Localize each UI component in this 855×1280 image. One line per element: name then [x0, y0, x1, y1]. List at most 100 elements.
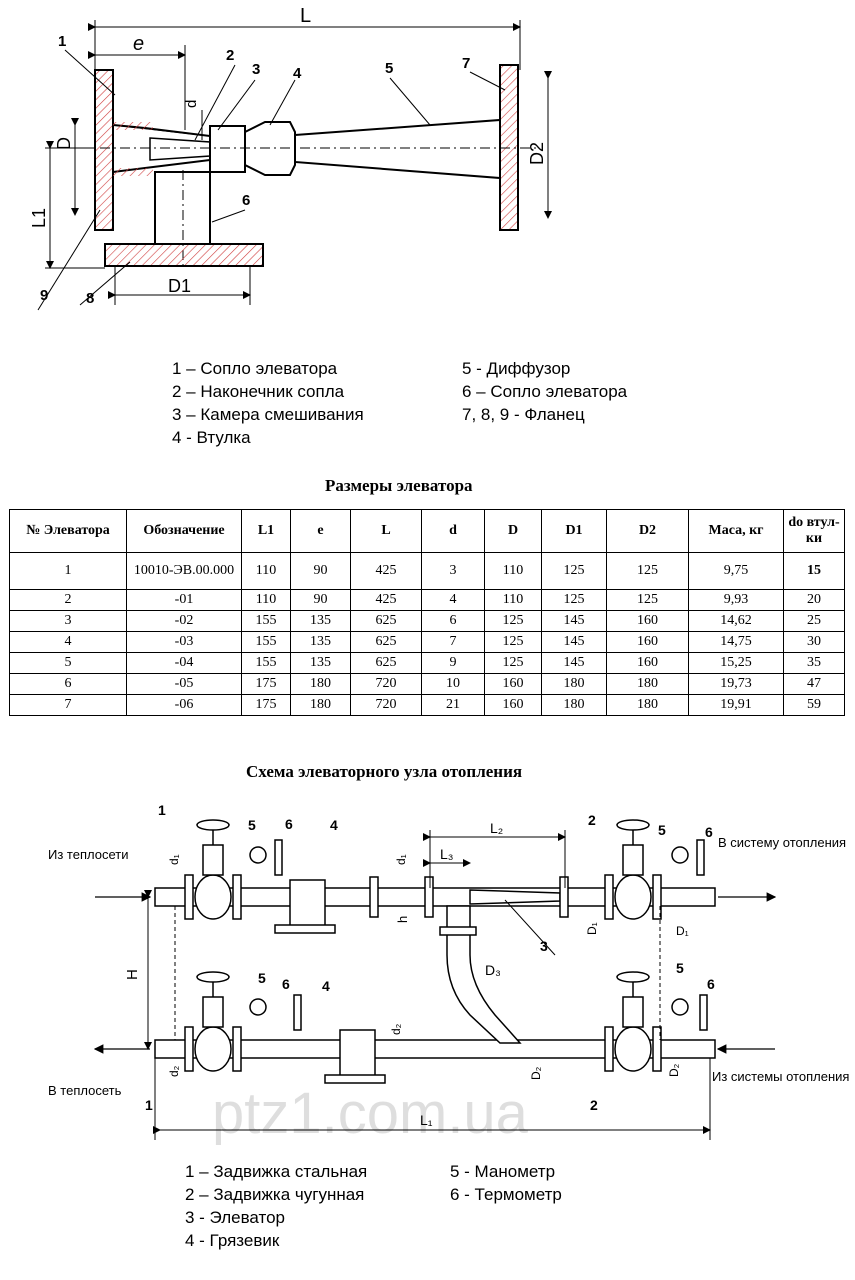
dim-D1: D1 — [168, 276, 191, 296]
col-header: e — [290, 509, 351, 553]
label-to-network: В теплосеть — [48, 1083, 122, 1098]
item-5-bottom-left: 5 — [258, 970, 266, 986]
dim-L1: L1 — [29, 208, 49, 228]
table-cell: 160 — [484, 694, 542, 716]
item-6-top-right: 6 — [705, 824, 713, 840]
label-from-network: Из теплосети — [48, 847, 128, 862]
table-row: 2 -01 110 90 425 4 110 125 125 9,93 20 — [9, 589, 845, 611]
item-3: 3 — [540, 938, 548, 954]
legend-item: 7, 8, 9 - Фланец — [462, 405, 585, 424]
scheme-title: Схема элеваторного узла отопления — [246, 762, 523, 781]
table-cell: 3 — [9, 610, 127, 632]
col-header: L1 — [241, 509, 291, 553]
table-cell: 4 — [421, 589, 485, 611]
table-cell: 625 — [350, 652, 422, 674]
table-cell: 125 — [541, 589, 607, 611]
part-1-label: 1 — [58, 33, 66, 50]
table-cell: 720 — [350, 673, 422, 695]
table-cell: -02 — [126, 610, 242, 632]
table-cell: 160 — [606, 631, 689, 653]
table-cell: 10010-ЭВ.00.000 — [126, 552, 242, 590]
table-cell: 145 — [541, 610, 607, 632]
table-cell: 7 — [421, 631, 485, 653]
item-5-top-right: 5 — [658, 822, 666, 838]
col-header: № Элеватора — [9, 509, 127, 553]
legend-item: 1 – Сопло элеватора — [172, 359, 338, 378]
legend-top-left: 1 – Сопло элеватора 2 – Наконечник сопла… — [172, 357, 364, 449]
table-cell: 3 — [421, 552, 485, 590]
table-cell: 180 — [541, 673, 607, 695]
dim-H: H — [124, 969, 141, 980]
table-cell: 5 — [9, 652, 127, 674]
dim-e: e — [133, 33, 144, 55]
table-cell: 2 — [9, 589, 127, 611]
table-cell: 15 — [783, 552, 845, 590]
col-header: Обозначение — [126, 509, 242, 553]
label-from-system-text: Из системы отопления — [712, 1069, 849, 1084]
part-8-label: 8 — [86, 290, 94, 307]
col-header: D2 — [606, 509, 689, 553]
legend-item: 3 - Элеватор — [185, 1208, 286, 1227]
part-3-label: 3 — [252, 61, 260, 78]
table-cell: 175 — [241, 694, 291, 716]
dim-D3: D₃ — [485, 962, 501, 978]
table-cell: 160 — [484, 673, 542, 695]
table-cell: 110 — [241, 589, 291, 611]
legend-item: 6 – Сопло элеватора — [462, 382, 628, 401]
table-cell: 90 — [290, 589, 351, 611]
table-cell: 125 — [541, 552, 607, 590]
dim-d2-left: d₂ — [167, 1065, 181, 1077]
legend-item: 2 – Задвижка чугунная — [185, 1185, 365, 1204]
table-cell: 90 — [290, 552, 351, 590]
item-1-bottom: 1 — [145, 1097, 153, 1113]
legend-top-right: 5 - Диффузор 6 – Сопло элеватора 7, 8, 9… — [462, 357, 627, 426]
table-cell: 180 — [606, 694, 689, 716]
part-7-label: 7 — [462, 55, 470, 72]
dim-D: D — [54, 137, 74, 150]
table-cell: 125 — [606, 589, 689, 611]
table-cell: 625 — [350, 610, 422, 632]
table-cell: 10 — [421, 673, 485, 695]
table-cell: 425 — [350, 589, 422, 611]
legend-bottom-right: 5 - Манометр 6 - Термометр — [450, 1160, 562, 1206]
item-6-top-left: 6 — [285, 816, 293, 832]
table-cell: 145 — [541, 652, 607, 674]
legend-item: 5 - Диффузор — [462, 359, 571, 378]
item-5-bottom-right: 5 — [676, 960, 684, 976]
item-2-bottom: 2 — [590, 1097, 598, 1113]
item-5-top-left: 5 — [248, 817, 256, 833]
legend-item: 2 – Наконечник сопла — [172, 382, 345, 401]
table-cell: 155 — [241, 652, 291, 674]
table-cell: 155 — [241, 631, 291, 653]
table-row: 3 -02 155 135 625 6 125 145 160 14,62 25 — [9, 610, 845, 632]
table-cell: 14,75 — [688, 631, 784, 653]
table-cell: 125 — [606, 552, 689, 590]
table-cell: -05 — [126, 673, 242, 695]
table-header-row: № Элеватора Обозначение L1 e L d D D1 D2… — [9, 509, 845, 553]
table-cell: 125 — [484, 610, 542, 632]
table-cell: 25 — [783, 610, 845, 632]
dim-D2-right: D₂ — [667, 1063, 681, 1077]
table-cell: 21 — [421, 694, 485, 716]
table-cell: 4 — [9, 631, 127, 653]
col-header: L — [350, 509, 422, 553]
table-cell: 9 — [421, 652, 485, 674]
dim-d2-mid: d₂ — [389, 1023, 403, 1035]
dim-d1-mid: d₁ — [394, 854, 408, 865]
table-cell: 135 — [290, 652, 351, 674]
table-cell: 35 — [783, 652, 845, 674]
label-from-system: Из системы отопления — [712, 1069, 849, 1084]
elevator-drawing: L e d D L1 D1 D2 1 2 3 4 5 6 7 8 9 — [29, 5, 552, 311]
table-row: 4 -03 155 135 625 7 125 145 160 14,75 30 — [9, 631, 845, 653]
table-cell: 6 — [9, 673, 127, 695]
table-cell: 425 — [350, 552, 422, 590]
table-cell: 180 — [290, 694, 351, 716]
legend-item: 5 - Манометр — [450, 1162, 556, 1181]
table-cell: -06 — [126, 694, 242, 716]
table-row: 5 -04 155 135 625 9 125 145 160 15,25 35 — [9, 652, 845, 674]
dim-L: L — [300, 5, 311, 27]
table-cell: 155 — [241, 610, 291, 632]
dim-d: d — [183, 100, 200, 108]
table-cell: 19,73 — [688, 673, 784, 695]
dim-h: h — [395, 916, 410, 923]
